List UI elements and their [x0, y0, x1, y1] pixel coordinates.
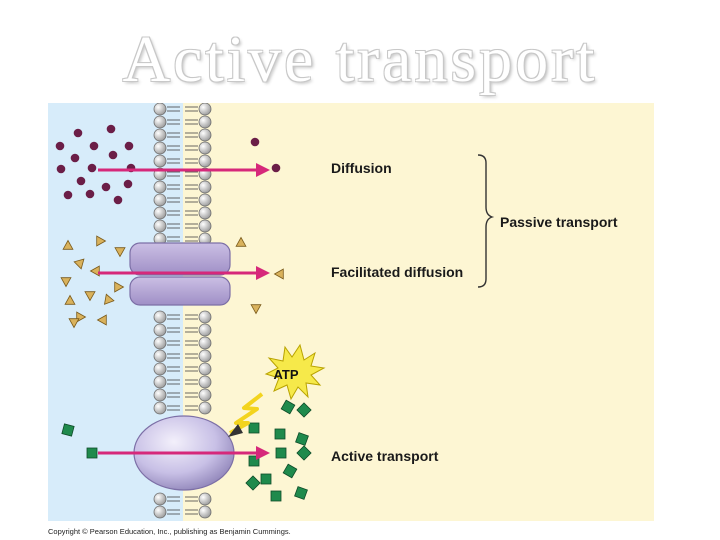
diffusion-molecules — [55, 124, 281, 205]
atp-label: ATP — [273, 367, 298, 382]
facilitated-molecules — [60, 235, 284, 329]
membrane-transport-diagram: ATP Diffusion Facilitated diffusion Pass… — [48, 102, 654, 521]
active-arrow — [98, 446, 270, 460]
active-transport-label: Active transport — [331, 448, 439, 464]
active-molecules — [61, 399, 312, 502]
diagram-canvas: ATP — [48, 102, 654, 521]
diffusion-label: Diffusion — [331, 160, 392, 176]
diffusion-arrow — [98, 163, 270, 177]
slide-title: Active transport — [122, 23, 598, 96]
copyright-notice: Copyright © Pearson Education, Inc., pub… — [48, 527, 291, 536]
channel-protein — [129, 242, 231, 306]
facilitated-arrow — [98, 266, 270, 280]
passive-transport-label: Passive transport — [500, 214, 618, 230]
passive-bracket — [477, 154, 495, 288]
facilitated-diffusion-label: Facilitated diffusion — [331, 264, 464, 280]
atp-burst — [264, 343, 326, 401]
energy-bolt-icon — [229, 392, 264, 435]
phospholipid-bilayer — [153, 102, 212, 519]
